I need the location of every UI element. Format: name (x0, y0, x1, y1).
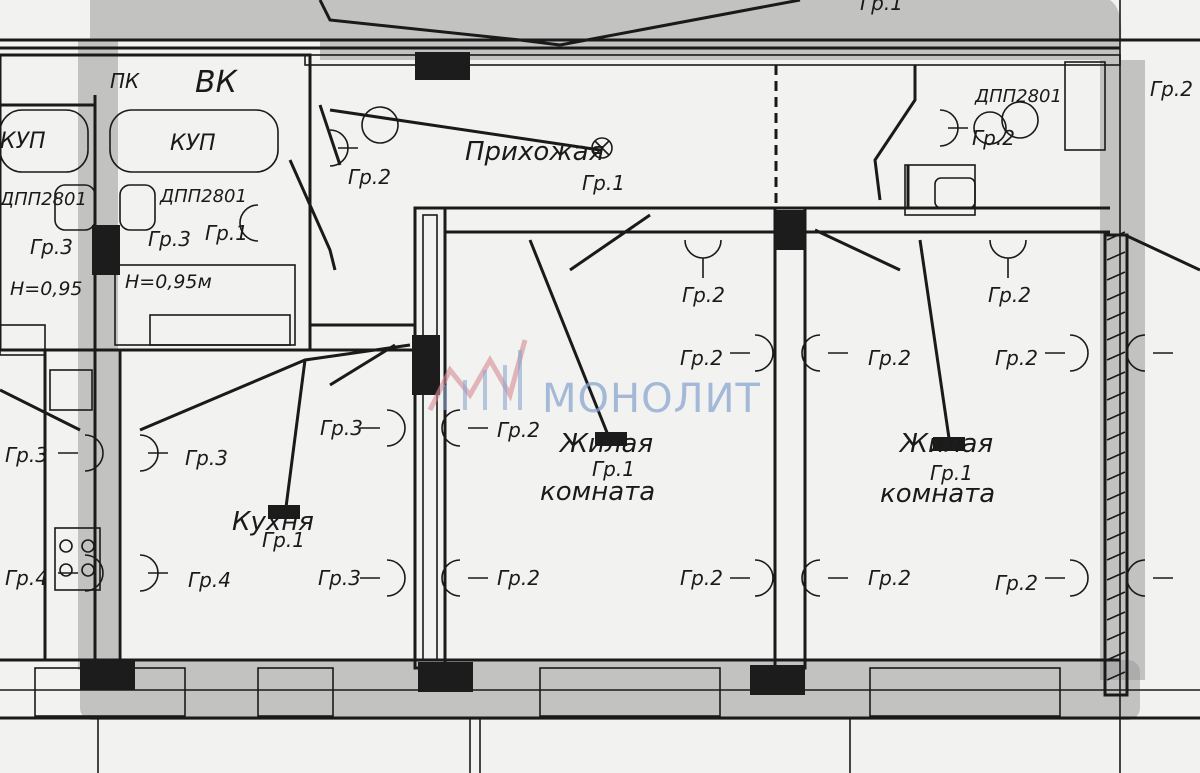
label-height-2: Н=0,95 (10, 278, 83, 300)
room-living-1-line2: комната (540, 477, 655, 507)
group-label: Гр.1 (860, 0, 903, 15)
group-label: Гр.2 (972, 126, 1015, 150)
watermark: МОНОЛИТ (427, 339, 761, 422)
group-label: Гр.1 (582, 171, 625, 195)
label-height-1: Н=0,95м (125, 271, 212, 293)
columns (80, 52, 805, 695)
group-label: Гр.2 (682, 283, 725, 307)
room-living-2-line2: комната (880, 479, 995, 509)
label-pk: ПК (110, 69, 140, 93)
watermark-text: МОНОЛИТ (542, 376, 761, 422)
label-vk: ВК (195, 65, 239, 100)
group-label: Гр.2 (995, 346, 1038, 370)
group-label: Гр.3 (185, 446, 228, 470)
lamps (268, 106, 1007, 519)
room-living-1-line1: Жилая (558, 429, 653, 459)
label-dpp-3: ДПП2801 (974, 86, 1062, 107)
room-kitchen: Кухня (232, 507, 314, 537)
label-dpp-2: ДПП2801 (159, 186, 247, 207)
group-label: Гр.1 (930, 461, 973, 485)
sockets (58, 109, 1173, 597)
fixtures (0, 101, 1039, 591)
group-label: Гр.1 (262, 528, 305, 552)
group-label: Гр.2 (1150, 77, 1193, 101)
group-label: Гр.2 (348, 165, 391, 189)
group-label: Гр.1 (205, 221, 248, 245)
cables (0, 0, 1200, 516)
group-label: Гр.2 (497, 418, 540, 442)
group-label: Гр.2 (497, 566, 540, 590)
group-label: Гр.3 (30, 235, 73, 259)
group-label: Гр.3 (320, 416, 363, 440)
wall-shading (78, 0, 1145, 720)
label-kup-2: КУП (170, 131, 216, 156)
room-hallway: Прихожая (465, 137, 604, 167)
group-label: Гр.2 (988, 283, 1031, 307)
group-label: Гр.4 (188, 568, 231, 592)
group-label: Гр.2 (680, 346, 723, 370)
group-label: Гр.2 (868, 566, 911, 590)
group-label: Гр.2 (995, 571, 1038, 595)
group-label: Гр.4 (5, 566, 48, 590)
group-labels: Гр.1 Гр.2 Гр.1 Гр.2 Гр.2 Гр.1 Гр.3 Гр.3 … (5, 0, 1193, 595)
label-kup-1: КУП (0, 129, 46, 154)
group-label: Гр.1 (592, 457, 635, 481)
group-label: Гр.3 (148, 227, 191, 251)
label-dpp-1: ДПП2801 (0, 189, 87, 210)
group-label: Гр.3 (318, 566, 361, 590)
group-label: Гр.3 (5, 443, 48, 467)
group-label: Гр.2 (868, 346, 911, 370)
room-living-2-line1: Жилая (898, 429, 993, 459)
group-label: Гр.2 (680, 566, 723, 590)
